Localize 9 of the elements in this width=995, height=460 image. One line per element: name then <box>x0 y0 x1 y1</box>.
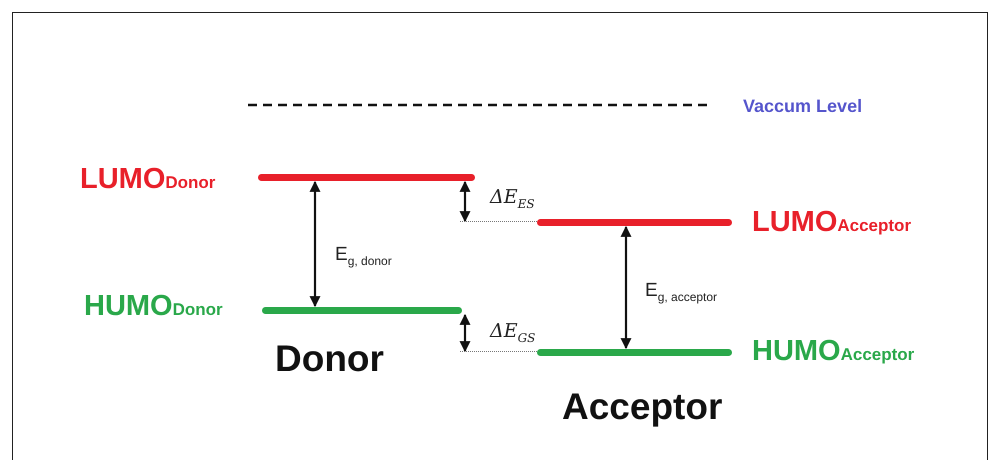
double-arrow <box>620 226 632 350</box>
group-label: Acceptor <box>562 386 722 428</box>
double-arrow <box>310 180 320 308</box>
edge-label: ΔE$_{GS}$ <box>488 320 538 345</box>
edge-label: ΔE$_{ES}$ <box>488 186 537 211</box>
double-arrow <box>460 314 470 352</box>
group-label: Donor <box>275 338 384 380</box>
level-label: Vaccum Level <box>743 96 862 117</box>
double-arrow <box>460 180 470 222</box>
